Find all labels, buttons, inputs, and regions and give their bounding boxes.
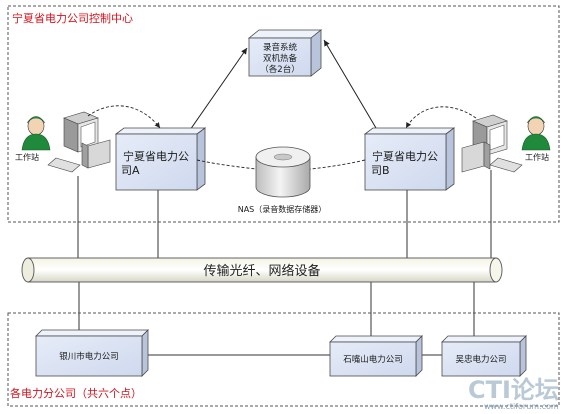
company-a-box: 宁夏省电力公 司A — [114, 127, 207, 191]
company-b-line2: 司B — [371, 164, 390, 177]
arrow-b-to-recording — [323, 39, 377, 129]
company-a-line2: 司A — [121, 164, 140, 177]
cti-forum-watermark: CTI论坛 www.ctiforum.com — [468, 376, 559, 411]
recording-system-line3: （各2台） — [260, 64, 299, 75]
company-b-box: 宁夏省电力公 司B — [363, 127, 456, 191]
recording-system-line1: 录音系统 — [263, 42, 298, 53]
watermark-url: www.ctiforum.com — [484, 402, 559, 411]
dashed-link-b-nas — [303, 159, 366, 172]
branch-wuzhong-box: 吴忠电力公司 — [441, 335, 527, 377]
control-center-title: 宁夏省电力公司控制中心 — [12, 11, 133, 25]
workstation-right-label: 工作站 — [525, 152, 549, 162]
branch-group-title: 各电力分公司（共六个点） — [10, 386, 142, 400]
recording-system-line2: 双机热备 — [263, 53, 298, 64]
control-center-frame — [7, 5, 560, 223]
nas-storage-icon — [255, 146, 311, 198]
dashed-link-left-ws-a — [87, 105, 161, 129]
dashed-link-a-nas — [196, 159, 264, 172]
nas-label: NAS（录音数据存储器） — [238, 204, 327, 214]
company-a-line1: 宁夏省电力公 — [123, 149, 189, 163]
branch-shizuishan-label: 石嘴山电力公司 — [343, 354, 403, 365]
workstation-left: 工作站 — [15, 111, 111, 173]
company-b-line1: 宁夏省电力公 — [372, 149, 438, 163]
recording-system-box: 录音系统 双机热备 （各2台） — [247, 29, 323, 77]
operator-icon-left — [21, 116, 51, 151]
arrow-a-to-recording — [189, 47, 248, 131]
branch-group-frame — [7, 312, 560, 407]
workstation-left-label: 工作站 — [15, 152, 39, 162]
branch-wuzhong-label: 吴忠电力公司 — [455, 354, 506, 365]
computer-icon-left — [47, 111, 111, 173]
branch-yinchuan-box: 银川市电力公司 — [35, 329, 149, 377]
transport-bus: 传输光纤、网络设备 — [21, 257, 503, 283]
transport-bus-label: 传输光纤、网络设备 — [203, 263, 320, 279]
operator-icon-right — [521, 116, 551, 151]
workstation-right: 工作站 — [461, 114, 551, 173]
branch-shizuishan-box: 石嘴山电力公司 — [329, 335, 423, 377]
computer-icon-right — [461, 114, 523, 173]
watermark-logo: CTI论坛 — [468, 376, 559, 404]
branch-yinchuan-label: 银川市电力公司 — [59, 351, 119, 362]
dashed-link-right-ws-b — [405, 106, 477, 129]
